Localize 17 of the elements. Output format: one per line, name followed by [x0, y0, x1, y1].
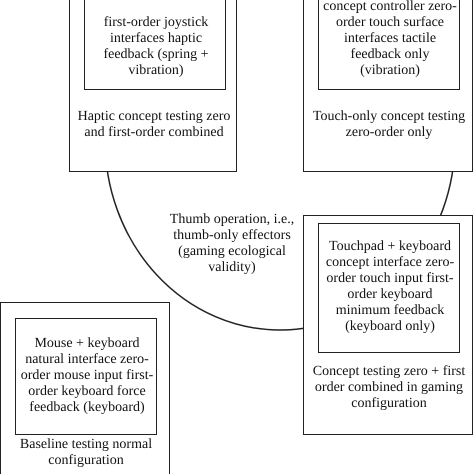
- outer-box: [0, 302, 170, 474]
- outer-box: [303, 0, 473, 172]
- inner-box: [84, 0, 226, 90]
- box-text: Mouse + keyboard natural interface zero-order mouse input first-order keyboard force feedback (keyboard): [20, 336, 154, 416]
- inner-box: [15, 318, 157, 435]
- box-text: concept controller zero-order touch surface interfaces tactile feedback only (vibration): [322, 0, 458, 79]
- box-text: Baseline testing normal configuration: [18, 437, 154, 469]
- inner-box: [318, 0, 460, 90]
- ellipse-text: Thumb operation, i.e., thumb-only effectors (gaming ecological validity): [168, 212, 296, 276]
- box-text: Haptic concept testing zero and first-order combined: [76, 109, 232, 141]
- outer-box: [69, 0, 237, 172]
- outer-box: [303, 215, 473, 435]
- box-text: Concept testing zero + first order combined in gaming configuration: [312, 364, 466, 412]
- box-text: Touch-only concept testing zero-order only: [312, 109, 466, 141]
- inner-box: [318, 223, 460, 353]
- box-text: first-order joystick interfaces haptic feedback (spring + vibration): [102, 15, 210, 79]
- box-text: Touchpad + keyboard concept interface zero-order touch input first-order keyboard minimum feedback (keyboard only): [324, 239, 456, 335]
